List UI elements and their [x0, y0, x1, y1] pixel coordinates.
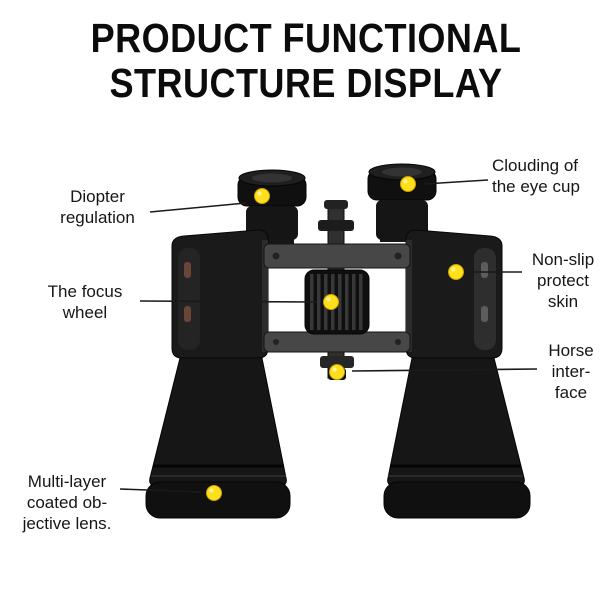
title-line-2: STRUCTURE DISPLAY — [109, 60, 503, 107]
callout-label-horse-interface: Horse inter- face — [548, 341, 594, 403]
right-objective-barrel — [383, 357, 531, 519]
callout-line-clouding — [423, 179, 489, 185]
marker-dot-horse-interface-icon — [329, 364, 345, 380]
hinge-plates — [263, 243, 411, 353]
marker-dot-focus-wheel-icon — [323, 294, 339, 310]
callout-line-horse-interface — [351, 368, 538, 372]
callout-label-diopter-regulation: Diopter regulation — [60, 187, 135, 228]
left-eyepiece — [237, 169, 307, 240]
marker-dot-eyecup-icon — [400, 176, 416, 192]
page-title: PRODUCT FUNCTIONAL STRUCTURE DISPLAY — [37, 15, 576, 107]
right-eyepiece — [367, 163, 437, 240]
callout-label-objective-lens: Multi-layer coated ob- jective lens. — [22, 472, 112, 534]
marker-dot-objective-icon — [206, 485, 222, 501]
callout-line-diopter — [149, 202, 247, 213]
callout-line-focus-wheel — [139, 300, 318, 303]
callout-line-objective — [119, 488, 202, 493]
marker-dot-non-slip-icon — [448, 264, 464, 280]
title-line-1: PRODUCT FUNCTIONAL — [90, 15, 522, 61]
callout-label-focus-wheel: The focus wheel — [47, 282, 123, 323]
marker-highlights — [209, 179, 456, 493]
left-prism-housing — [171, 229, 269, 359]
callout-label-non-slip-skin: Non-slip protect skin — [531, 250, 595, 312]
right-prism-housing — [405, 229, 503, 359]
binoculars-body — [145, 163, 531, 519]
callout-label-eye-cup-clouding: Clouding of the eye cup — [492, 156, 580, 197]
callout-lines — [119, 179, 538, 493]
marker-dot-diopter-icon — [254, 188, 270, 204]
